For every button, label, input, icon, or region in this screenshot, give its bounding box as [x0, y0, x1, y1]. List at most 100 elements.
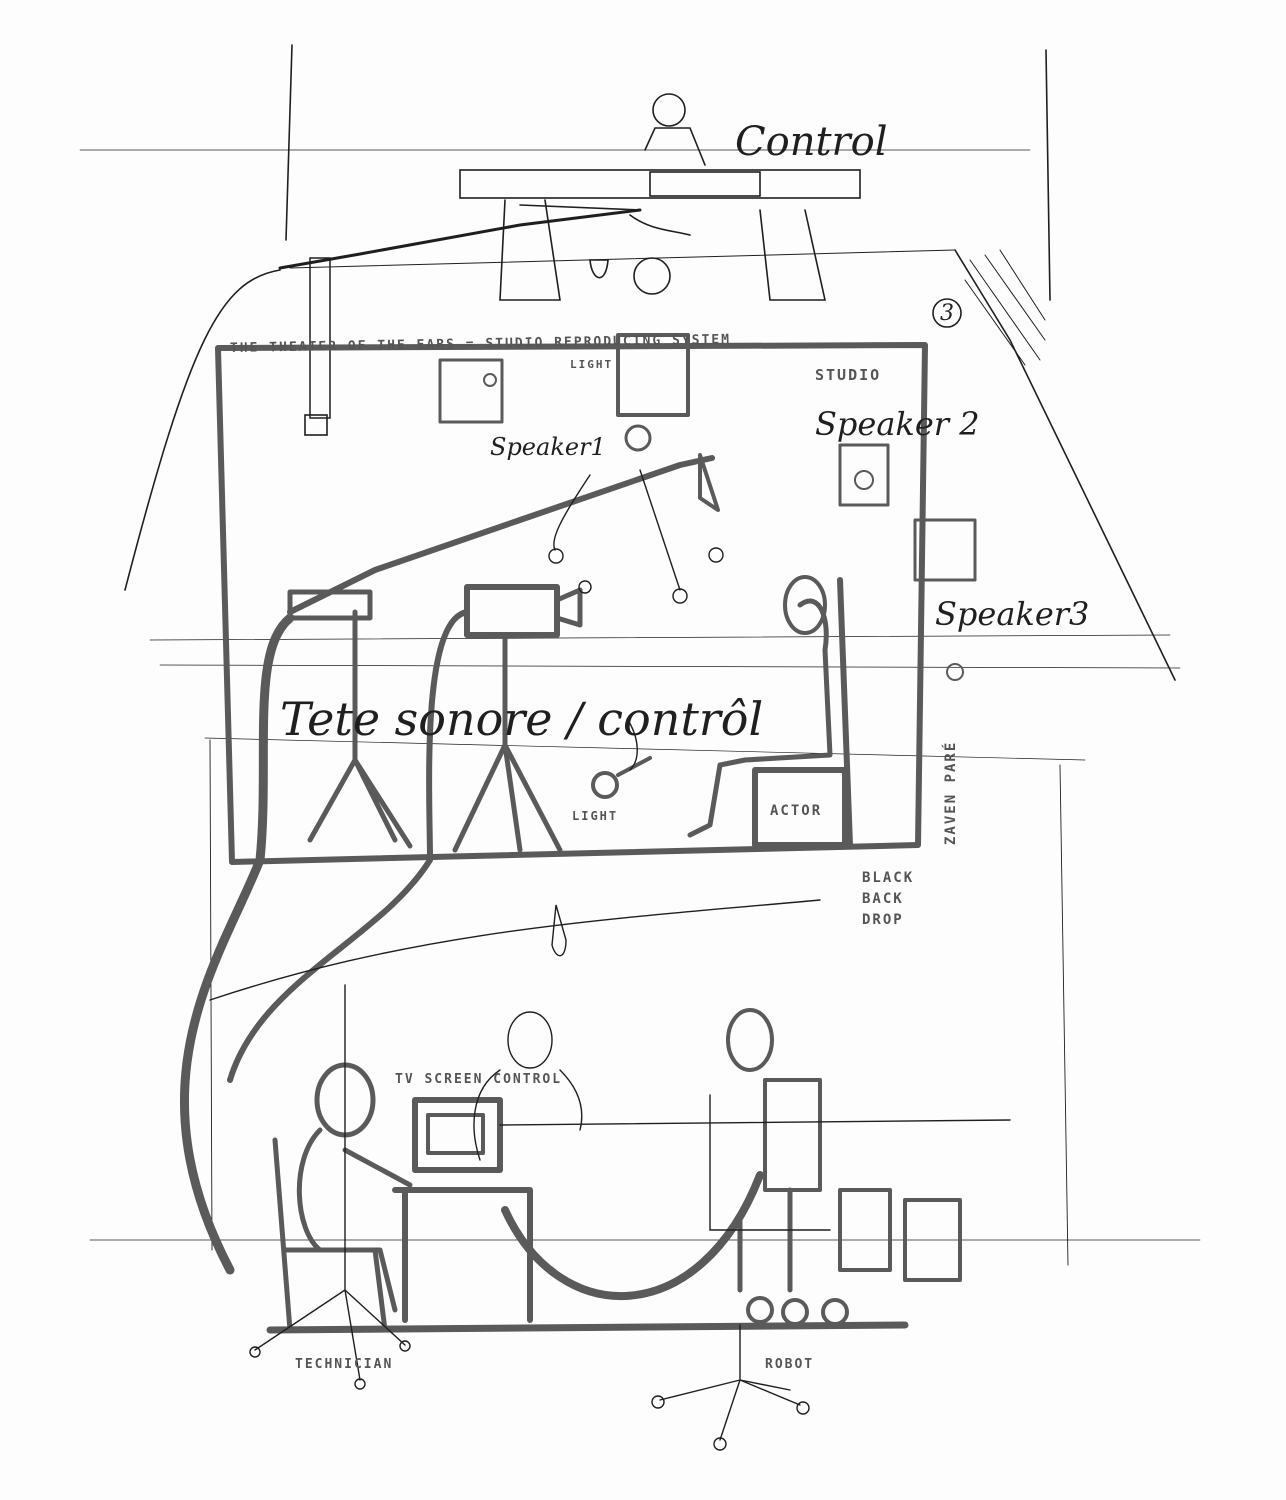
- label-back: BACK: [862, 891, 904, 907]
- caster: [713, 1437, 727, 1451]
- label-studio: STUDIO: [815, 366, 881, 384]
- guide-line: [1045, 49, 1051, 301]
- technician-desk: [392, 1187, 533, 1323]
- guide-line: [159, 664, 1181, 669]
- control-desk: [459, 169, 861, 199]
- speaker-2-box: [838, 443, 890, 507]
- ear-mic: [548, 548, 564, 564]
- light-beam: [616, 756, 652, 777]
- back-edge-line: [289, 249, 956, 269]
- label-control-top: Control: [735, 119, 888, 165]
- stand-lower-left: [254, 984, 406, 1381]
- camera-tripod: [452, 632, 563, 853]
- robot-wheel: [781, 1298, 809, 1326]
- guide-line: [209, 739, 213, 1251]
- speaker-1-box: [438, 358, 504, 424]
- technician-body: [296, 1127, 413, 1313]
- tv-screen: [426, 1113, 485, 1155]
- tv-monitor: [412, 1097, 503, 1173]
- second-technician-head: [507, 1011, 553, 1069]
- dummy-rig: [616, 333, 690, 417]
- cable-to-robot: [501, 1171, 764, 1301]
- cable-camera: [227, 609, 470, 1083]
- guide-line: [204, 737, 1086, 761]
- label-speaker-3: Speaker3: [935, 595, 1089, 633]
- robot-frame: [763, 1078, 822, 1192]
- ear-mic: [708, 547, 724, 563]
- robot-plinth: [709, 1094, 831, 1231]
- guide-line: [1059, 764, 1069, 1266]
- circle-mark: [932, 298, 962, 328]
- label-speaker-2: Speaker 2: [815, 405, 980, 443]
- label-light-top: LIGHT: [570, 358, 613, 371]
- mic-drop: [589, 259, 609, 279]
- ear-mic: [578, 580, 592, 594]
- dummy-ear: [624, 424, 652, 452]
- table-edge: [499, 1119, 1011, 1126]
- guide-line: [149, 634, 1171, 641]
- actor-seat-box: [752, 767, 848, 848]
- label-drop: DROP: [862, 912, 904, 928]
- boom-tripod: [307, 609, 413, 849]
- ear-mic: [672, 588, 688, 604]
- actor-body: [687, 598, 833, 838]
- cable-boom: [180, 613, 295, 1275]
- dummy-head-top: [633, 257, 671, 295]
- hanging-mic: [551, 904, 567, 957]
- label-black: BLACK: [862, 870, 914, 886]
- actor-head: [783, 575, 827, 635]
- label-tete-sonore: Tete sonore / contrôl: [280, 692, 763, 746]
- boom-counterweight: [287, 589, 373, 621]
- circled-3: 3: [940, 301, 954, 326]
- label-speaker-1: Speaker1: [490, 433, 606, 461]
- stand-lower-right: [659, 1324, 801, 1441]
- robot-wheel: [821, 1298, 849, 1326]
- caster: [354, 1378, 366, 1390]
- label-header-theater: THE THEATER OF THE EARS = STUDIO REPRODU…: [230, 332, 731, 356]
- technician-chair: [272, 1137, 388, 1333]
- hanging-wire: [639, 469, 681, 591]
- boom-mic: [698, 453, 720, 512]
- sweep-curve: [209, 899, 821, 1001]
- caster: [651, 1395, 665, 1409]
- robot-speaker-right: [903, 1198, 962, 1282]
- boom-pole-top: [278, 208, 642, 270]
- desk-cables: [519, 204, 691, 236]
- circle-c-mark: [946, 663, 964, 681]
- light-fixture: [591, 771, 619, 799]
- post: [309, 257, 331, 419]
- post-foot: [304, 414, 328, 436]
- robot-wheel: [746, 1296, 774, 1324]
- caster: [796, 1401, 810, 1415]
- annotation-arrow: [627, 719, 638, 771]
- caster: [249, 1346, 261, 1358]
- controller-body: [644, 127, 706, 166]
- desk-trestle-left: [499, 199, 561, 301]
- floor-line: [266, 1321, 909, 1334]
- caster: [399, 1340, 411, 1352]
- speaker-1-cone: [483, 373, 497, 387]
- hatching: [964, 249, 1046, 366]
- camera-body: [464, 584, 560, 638]
- chair-back: [837, 577, 853, 848]
- robot-post: [737, 1187, 793, 1293]
- robot-speaker-left: [838, 1188, 892, 1272]
- speaker-2-cone: [854, 470, 874, 490]
- control-console: [649, 171, 761, 197]
- label-zaven-pare: ZAVEN PARÉ: [942, 741, 959, 845]
- label-technician: TECHNICIAN: [295, 1357, 393, 1372]
- controller-head: [652, 93, 686, 127]
- label-actor: ACTOR: [770, 803, 822, 819]
- label-light-low: LIGHT: [572, 809, 618, 823]
- camera-lens: [554, 587, 583, 628]
- speaker-3-box: [913, 518, 977, 582]
- hanging-wire: [553, 474, 591, 551]
- boom-arm: [287, 455, 715, 615]
- guide-line: [285, 44, 293, 241]
- label-robot: ROBOT: [765, 1357, 814, 1372]
- perspective-wall-right: [954, 249, 1176, 681]
- robot-head: [726, 1008, 774, 1072]
- desk-trestle-right: [759, 209, 826, 301]
